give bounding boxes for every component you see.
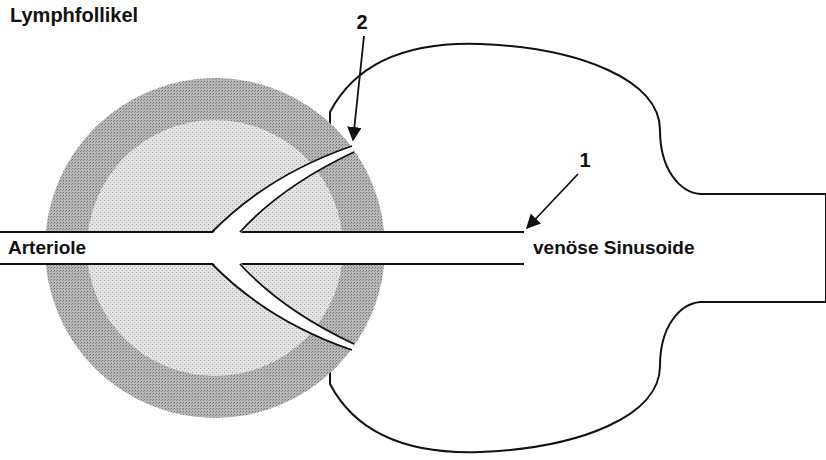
leader-arrow xyxy=(353,36,364,140)
branch-lumen xyxy=(212,262,354,350)
arteriole-wall xyxy=(0,231,524,233)
branch-lumen xyxy=(212,146,354,234)
arteriole-wall xyxy=(0,263,524,265)
structure-name: Lymphfollikel xyxy=(10,4,138,27)
callout-number: 1 xyxy=(579,149,590,172)
vessel-name: venöse Sinusoide xyxy=(533,237,695,259)
follicle-outline xyxy=(0,0,400,432)
branch-wall xyxy=(212,264,354,350)
leader-arrow xyxy=(527,174,578,228)
arteriole-lumen xyxy=(0,232,524,264)
branch-wall xyxy=(212,146,354,232)
callout-number: 2 xyxy=(356,11,367,34)
vessel-name: Arteriole xyxy=(8,237,86,259)
lymph-follicle: Lymphfollikel xyxy=(0,0,400,432)
